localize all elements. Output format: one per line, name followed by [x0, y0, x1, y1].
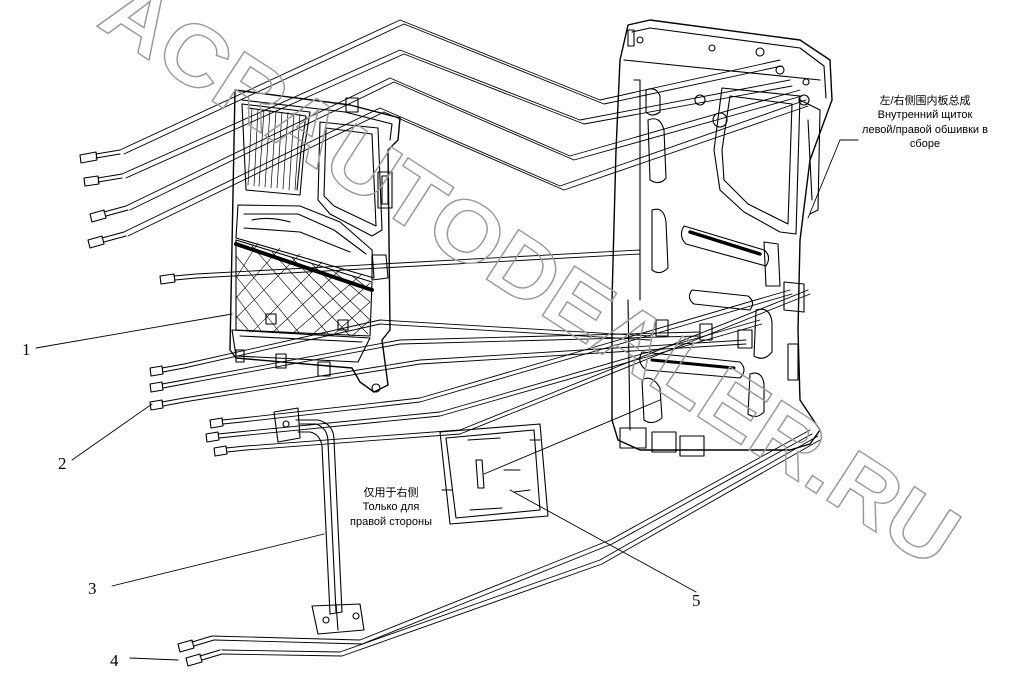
right-only-note: 仅用于右侧 Только для правой стороны [336, 486, 446, 529]
assembly-note: 左/右侧围内板总成 Внутренний щиток левой/правой … [850, 94, 1000, 151]
callout-4: 4 [110, 651, 119, 670]
right-only-note-ru-1: Только для [362, 501, 420, 514]
bolts [79, 149, 247, 667]
right-only-note-zh: 仅用于右侧 [363, 487, 419, 499]
assembly-note-ru-2: левой/правой обшивки в [862, 123, 988, 136]
callout-1: 1 [22, 340, 31, 359]
assembly-note-ru-1: Внутренний щиток [877, 109, 973, 122]
callout-3: 3 [88, 579, 97, 598]
assembly-note-ru-3: сборе [909, 137, 941, 150]
assembly-note-zh: 左/右侧围内板总成 [879, 95, 971, 107]
callout-leaders [35, 139, 859, 661]
inner-side-panel [611, 19, 833, 457]
insulation-pad [439, 423, 549, 525]
callout-5: 5 [692, 591, 701, 610]
door-trim-panel [229, 89, 401, 393]
leader-lines [119, 19, 821, 657]
right-only-note-ru-2: правой стороны [350, 515, 432, 528]
callout-2: 2 [58, 454, 67, 473]
